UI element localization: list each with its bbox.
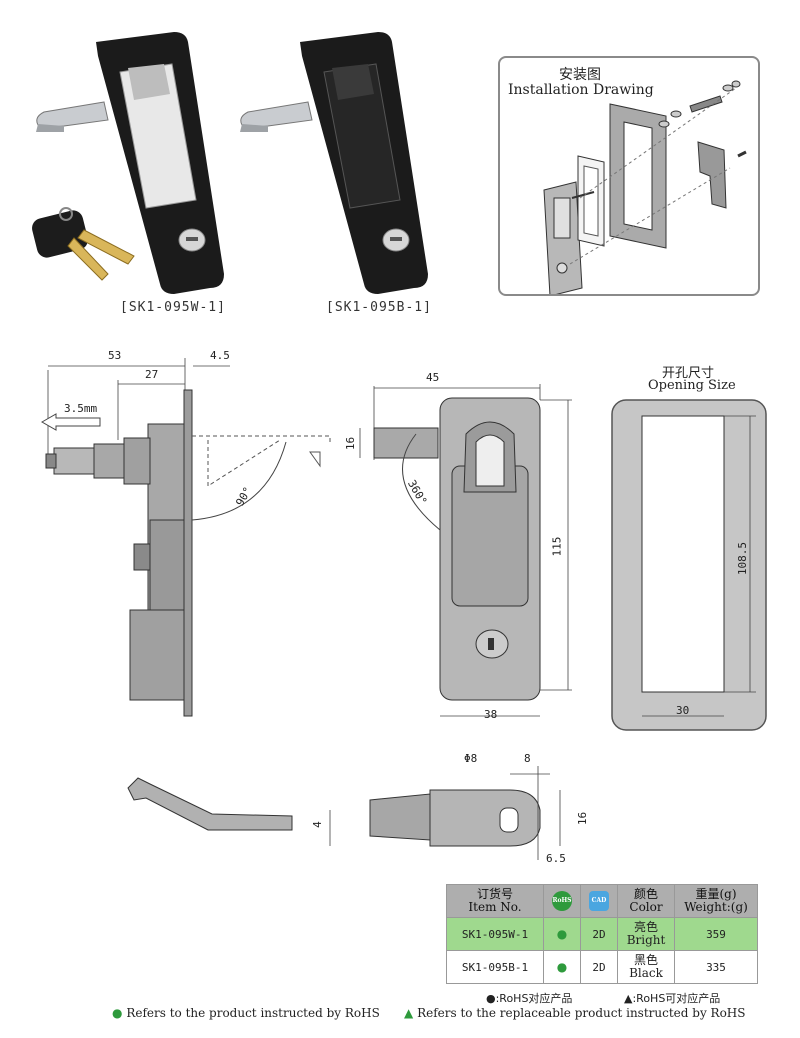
header-color: 颜色 Color xyxy=(617,884,675,918)
cam-side-drawing xyxy=(127,777,331,846)
green-dot-icon: ● xyxy=(112,1006,123,1020)
cam-dim-8: 8 xyxy=(524,752,531,765)
header-item: 订货号 Item No. xyxy=(446,884,544,918)
legend-rohs-text: Refers to the product instructed by RoHS xyxy=(126,1006,380,1020)
opening-height: 108.5 xyxy=(736,541,750,576)
spec-table: 订货号 Item No. RoHS CAD 颜色 Color 重量(g) Wei… xyxy=(446,884,758,984)
row-color: 亮色 Bright xyxy=(617,917,675,951)
legend-replaceable: ▲ Refers to the replaceable product inst… xyxy=(404,1006,746,1020)
row-item: SK1-095B-1 xyxy=(446,950,544,984)
rohs-badge-icon: RoHS xyxy=(552,891,572,911)
row-rohs: ● xyxy=(543,950,581,984)
dim-53: 53 xyxy=(108,349,122,362)
header-weight-en: Weight:(g) xyxy=(684,900,748,914)
note-rohs: ●:RoHS对应产品 xyxy=(486,992,573,1005)
installation-title-cn: 安装图 xyxy=(559,67,601,83)
cam-hole-diameter: Φ8 xyxy=(464,752,478,765)
side-view-drawing xyxy=(40,358,331,717)
opening-width: 30 xyxy=(676,704,690,717)
front-view-drawing xyxy=(359,384,572,717)
row-color-en: Black xyxy=(629,966,663,980)
cam-dim-16: 16 xyxy=(576,811,590,826)
caption-black: [SK1-095B-1] xyxy=(326,300,432,315)
cam-thickness: 4 xyxy=(310,821,324,828)
dim-16-front: 16 xyxy=(344,436,358,451)
row-cad: 2D xyxy=(580,950,618,984)
product-photo-white xyxy=(32,32,224,294)
cam-dim-6-5: 6.5 xyxy=(546,852,566,865)
row-color-cn: 亮色 xyxy=(633,920,658,934)
header-weight: 重量(g) Weight:(g) xyxy=(674,884,758,918)
table-header-row: 订货号 Item No. RoHS CAD 颜色 Color 重量(g) Wei… xyxy=(446,884,758,918)
note-replaceable: ▲:RoHS可对应产品 xyxy=(624,992,721,1005)
dim-27: 27 xyxy=(145,368,159,381)
row-color-cn: 黑色 xyxy=(633,953,658,967)
caption-white: [SK1-095W-1] xyxy=(120,300,226,315)
row-color-en: Bright xyxy=(626,933,666,947)
header-item-cn: 订货号 xyxy=(476,887,513,901)
header-cad: CAD xyxy=(580,884,618,918)
row-weight: 335 xyxy=(674,950,758,984)
row-item: SK1-095W-1 xyxy=(446,917,544,951)
row-color: 黑色 Black xyxy=(617,950,675,984)
table-row: SK1-095B-1 ● 2D 黑色 Black 335 xyxy=(446,950,758,984)
opening-title-cn: 开孔尺寸 xyxy=(662,366,715,381)
dim-38: 38 xyxy=(484,708,498,721)
legend-rohs: ● Refers to the product instructed by Ro… xyxy=(112,1006,380,1020)
header-weight-cn: 重量(g) xyxy=(695,887,737,901)
header-rohs: RoHS xyxy=(543,884,581,918)
opening-size-drawing xyxy=(611,399,767,731)
exploded-view-illustration xyxy=(543,80,747,294)
dim-3-5mm: 3.5mm xyxy=(64,402,98,415)
installation-title-en: Installation Drawing xyxy=(508,82,654,98)
header-color-cn: 颜色 xyxy=(633,887,658,901)
opening-title-en: Opening Size xyxy=(648,378,736,393)
row-cad: 2D xyxy=(580,917,618,951)
cad-file-icon: CAD xyxy=(589,891,609,911)
dim-4-5: 4.5 xyxy=(210,349,230,362)
legend-replaceable-text: Refers to the replaceable product instru… xyxy=(417,1006,746,1020)
header-item-en: Item No. xyxy=(468,900,522,914)
header-color-en: Color xyxy=(629,900,663,914)
installation-drawing-panel: 安装图 Installation Drawing xyxy=(498,56,760,296)
table-row: SK1-095W-1 ● 2D 亮色 Bright 359 xyxy=(446,917,758,951)
row-rohs: ● xyxy=(543,917,581,951)
row-weight: 359 xyxy=(674,917,758,951)
dim-115: 115 xyxy=(550,536,564,557)
cam-top-drawing xyxy=(369,766,561,860)
green-triangle-icon: ▲ xyxy=(404,1006,414,1020)
product-photo-black xyxy=(240,32,428,294)
dim-45: 45 xyxy=(426,371,440,384)
